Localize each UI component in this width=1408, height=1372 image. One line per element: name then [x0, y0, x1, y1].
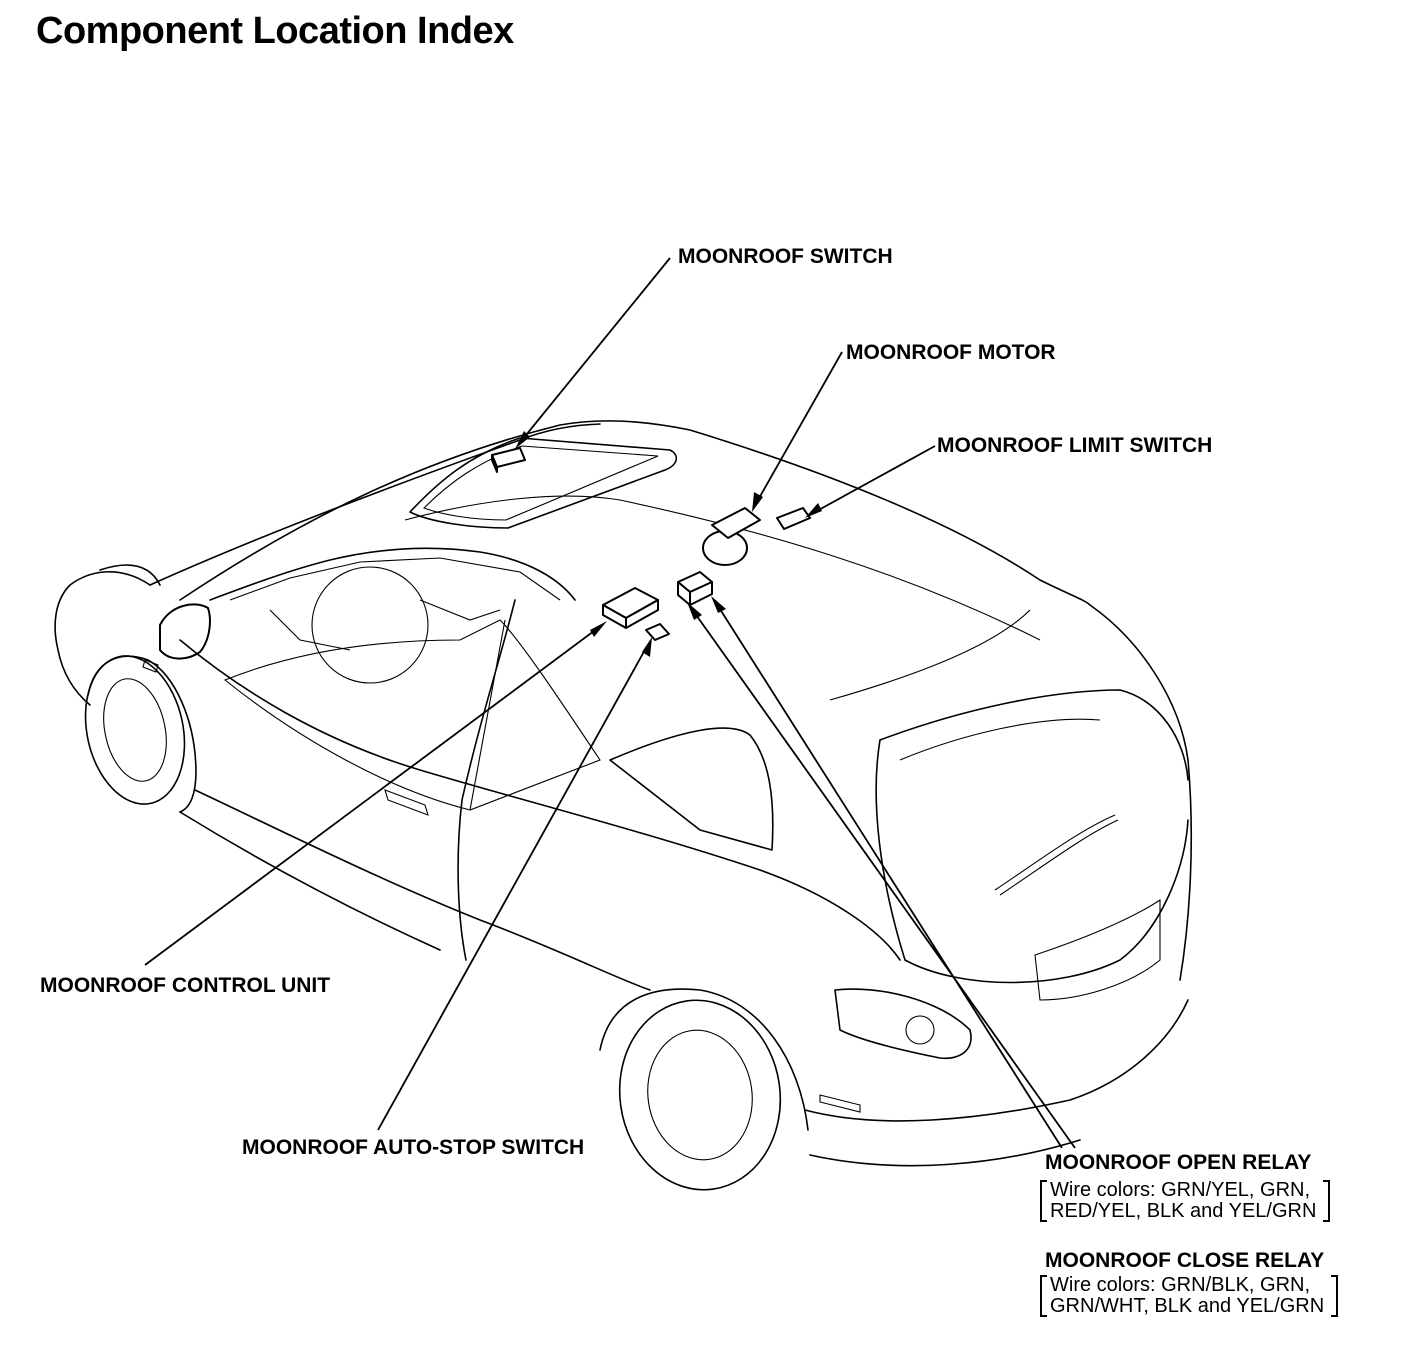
- component-moonroof-control-unit: [602, 587, 659, 629]
- label-moonroof-switch: MOONROOF SWITCH: [678, 245, 893, 268]
- label-moonroof-open-relay: MOONROOF OPEN RELAY: [1045, 1151, 1312, 1174]
- component-moonroof-motor: [702, 507, 761, 566]
- open-relay-wire-colors-line-2: RED/YEL, BLK and YEL/GRN: [1050, 1200, 1317, 1222]
- close-relay-wire-colors-line-1: Wire colors: GRN/BLK, GRN,: [1050, 1274, 1311, 1296]
- component-moonroof-switch: [491, 447, 526, 473]
- component-moonroof-auto-stop-switch: [645, 623, 670, 641]
- leader-lines: [144, 257, 1076, 1149]
- label-moonroof-motor: MOONROOF MOTOR: [846, 341, 1056, 364]
- label-moonroof-control-unit: MOONROOF CONTROL UNIT: [40, 974, 331, 997]
- car-outline: [54, 420, 1193, 1191]
- open-relay-wire-colors: Wire colors: GRN/YEL, GRN, RED/YEL, BLK …: [1040, 1179, 1331, 1222]
- open-relay-wire-colors-line-1: Wire colors: GRN/YEL, GRN,: [1050, 1179, 1311, 1201]
- page-title: Component Location Index: [36, 10, 514, 52]
- component-moonroof-limit-switch: [776, 507, 811, 530]
- component-moonroof-relays: [677, 571, 713, 606]
- close-relay-wire-colors-line-2: GRN/WHT, BLK and YEL/GRN: [1050, 1295, 1325, 1317]
- label-moonroof-limit-switch: MOONROOF LIMIT SWITCH: [937, 434, 1213, 457]
- close-relay-wire-colors: Wire colors: GRN/BLK, GRN, GRN/WHT, BLK …: [1040, 1274, 1339, 1317]
- label-moonroof-auto-stop-switch: MOONROOF AUTO-STOP SWITCH: [242, 1136, 585, 1159]
- label-moonroof-close-relay: MOONROOF CLOSE RELAY: [1045, 1249, 1325, 1272]
